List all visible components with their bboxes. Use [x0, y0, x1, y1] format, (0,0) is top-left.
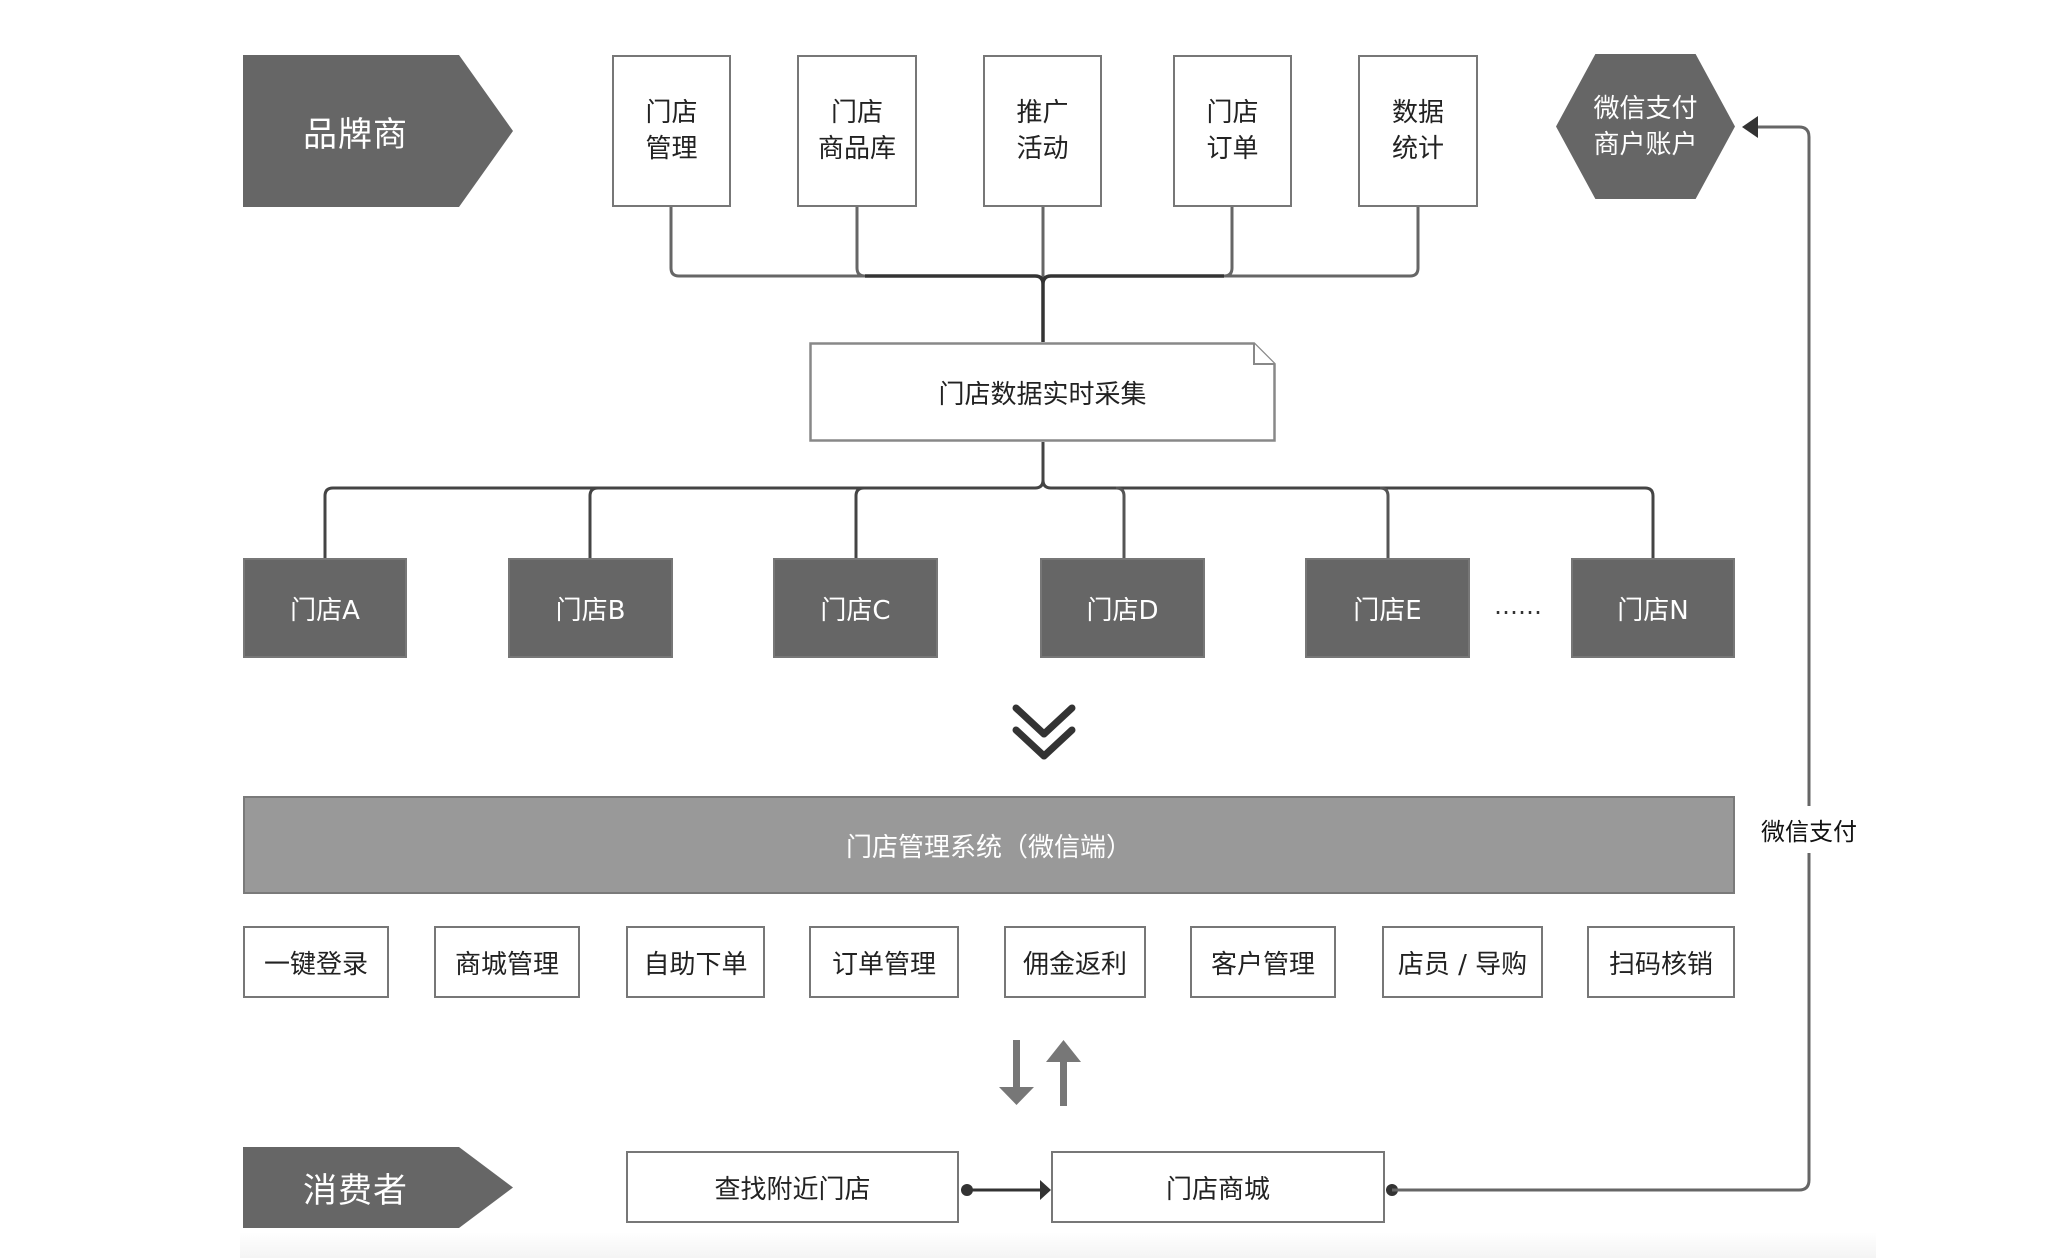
link-store-d: [1115, 486, 1126, 558]
store-label: 门店B: [555, 595, 626, 626]
feature-label: 一键登录: [263, 949, 368, 980]
brand-function-label: 门店 管理: [645, 98, 698, 164]
store-c[interactable]: 门店C: [773, 558, 938, 658]
double-chevron-down-icon: [1012, 704, 1076, 760]
brand-function-store-management[interactable]: 门店 管理: [612, 55, 731, 207]
brand-function-store-catalog[interactable]: 门店 商品库: [797, 55, 917, 207]
link-brand-fn-4: [1223, 207, 1234, 278]
store-label: 门店D: [1086, 595, 1159, 626]
store-e[interactable]: 门店E: [1305, 558, 1470, 658]
feature-label: 客户管理: [1210, 949, 1315, 980]
up-arrow-head: [1046, 1040, 1081, 1062]
feature-label: 扫码核销: [1608, 949, 1713, 980]
store-mall-node[interactable]: 门店商城: [1051, 1151, 1385, 1223]
brand-function-label: 数据 统计: [1391, 98, 1444, 164]
top-branch-lines: [669, 207, 1420, 342]
wechat-account-label: 微信支付 商户账户: [1593, 93, 1698, 160]
up-arrow-shaft: [1060, 1060, 1067, 1106]
data-collection-label: 门店数据实时采集: [938, 379, 1147, 410]
feature-clerk-guide[interactable]: 店员 / 导购: [1382, 926, 1543, 998]
flow-arrow-find-to-mall: [961, 1180, 1051, 1200]
arrow-head-to-wechat: [1742, 116, 1758, 138]
link-brand-fn-2: [855, 207, 866, 278]
feature-customer-management[interactable]: 客户管理: [1190, 926, 1336, 998]
brand-function-label: 门店 商品库: [817, 98, 896, 164]
store-a[interactable]: 门店A: [243, 558, 407, 658]
top-bus-junction: [865, 274, 1224, 285]
payment-edge-label: 微信支付: [1761, 806, 1857, 853]
feature-label: 自助下单: [643, 949, 748, 980]
data-collection-node[interactable]: 门店数据实时采集: [809, 342, 1276, 442]
brand-function-promotion[interactable]: 推广 活动: [983, 55, 1102, 207]
feature-label: 佣金返利: [1022, 949, 1127, 980]
feature-label: 订单管理: [831, 949, 936, 980]
system-label: 门店管理系统（微信端）: [845, 832, 1132, 863]
store-d[interactable]: 门店D: [1040, 558, 1205, 658]
bidirectional-arrows-icon: [999, 1040, 1081, 1106]
feature-mall-management[interactable]: 商城管理: [434, 926, 580, 998]
wechat-merchant-account-node: 微信支付 商户账户: [1556, 54, 1735, 199]
consumer-node: 消费者: [243, 1147, 513, 1228]
brand-function-label: 门店 订单: [1206, 98, 1259, 164]
link-brand-fn-5: [1051, 207, 1420, 278]
store-n[interactable]: 门店N: [1571, 558, 1735, 658]
down-arrow-head: [999, 1087, 1034, 1105]
feature-label: 店员 / 导购: [1397, 949, 1528, 980]
feature-scan-verification[interactable]: 扫码核销: [1587, 926, 1735, 998]
consumer-label: 消费者: [303, 1171, 408, 1211]
store-label: 门店N: [1617, 595, 1689, 626]
payment-loop-line: [1386, 116, 1811, 1196]
feature-commission-rebate[interactable]: 佣金返利: [1004, 926, 1146, 998]
store-management-system-bar: 门店管理系统（微信端）: [243, 796, 1735, 894]
feature-one-click-login[interactable]: 一键登录: [243, 926, 389, 998]
store-label: 门店E: [1353, 595, 1422, 626]
brand-node: 品牌商: [243, 55, 513, 207]
brand-function-statistics[interactable]: 数据 统计: [1358, 55, 1478, 207]
brand-function-label: 推广 活动: [1016, 98, 1069, 164]
find-nearby-store-node[interactable]: 查找附近门店: [626, 1151, 959, 1223]
link-store-n: [1041, 479, 1655, 558]
store-b[interactable]: 门店B: [508, 558, 673, 658]
document-shape-icon: [809, 342, 1276, 442]
store-label: 门店C: [820, 595, 891, 626]
brand-function-store-orders[interactable]: 门店 订单: [1173, 55, 1292, 207]
link-store-e: [1379, 486, 1390, 558]
stores-ellipsis: ……: [1494, 592, 1542, 620]
feature-label: 商城管理: [454, 949, 559, 980]
flow-label: 门店商城: [1165, 1174, 1270, 1205]
down-arrow-shaft: [1013, 1040, 1020, 1090]
store-label: 门店A: [290, 595, 360, 626]
bottom-shadow: [240, 1232, 1876, 1258]
feature-order-management[interactable]: 订单管理: [809, 926, 959, 998]
link-store-b: [588, 486, 599, 558]
link-store-a: [323, 442, 1045, 558]
feature-self-ordering[interactable]: 自助下单: [626, 926, 765, 998]
link-store-c: [854, 486, 865, 558]
link-brand-fn-1: [669, 207, 1035, 278]
brand-label: 品牌商: [303, 114, 408, 155]
flow-label: 查找附近门店: [714, 1174, 871, 1205]
